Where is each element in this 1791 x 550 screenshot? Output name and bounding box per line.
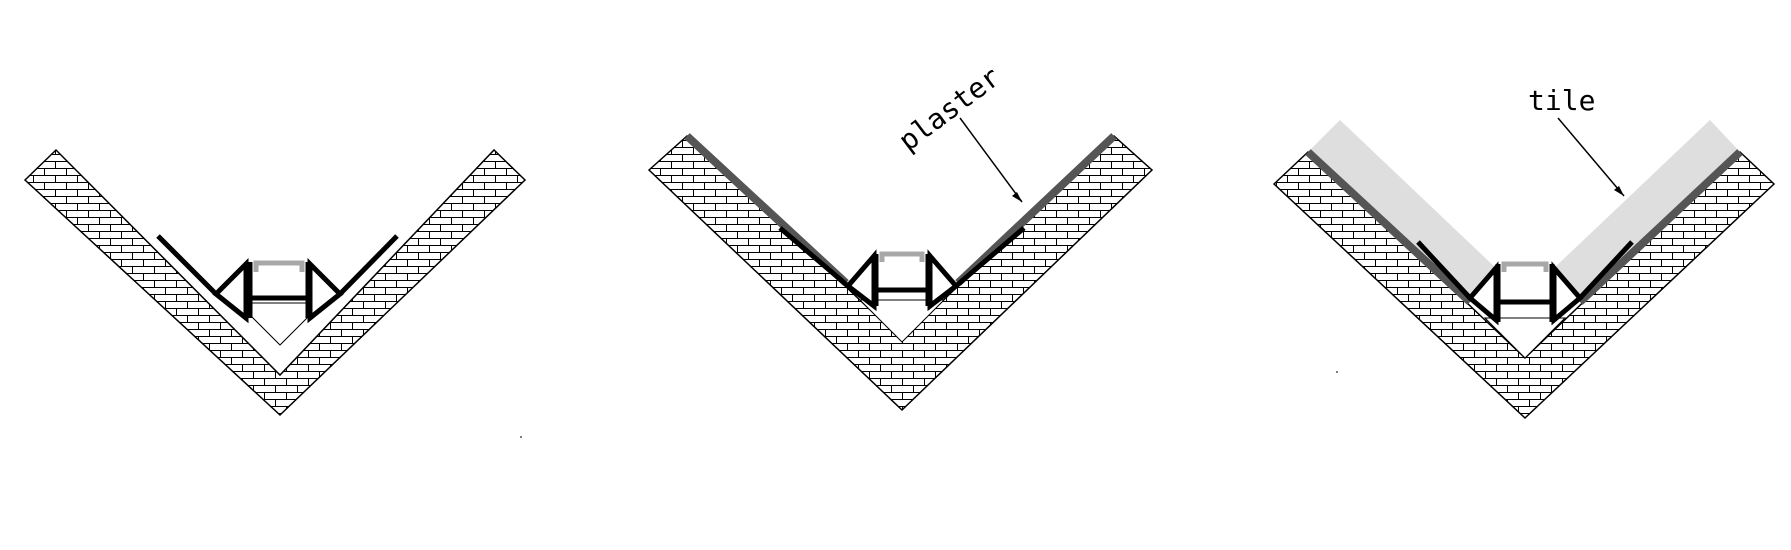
profile-cap: [253, 260, 305, 272]
profile-flange-left: [156, 234, 218, 296]
brick-wall: [23, 148, 527, 417]
profile-cap: [1501, 261, 1549, 272]
plaster-layer-right: [955, 133, 1117, 286]
corner-diagram-profile-only: [23, 148, 527, 417]
stray-dot: [1336, 371, 1338, 373]
corner-diagram-with-tile: tile: [1272, 84, 1776, 420]
tile-layer-left: [1308, 120, 1498, 300]
plaster-label: plaster: [892, 60, 1006, 157]
profile-flange-left: [778, 226, 850, 288]
plaster-layer-right: [1577, 149, 1743, 305]
profile-cap: [879, 251, 925, 262]
tile-layer-right: [1552, 120, 1740, 300]
tile-leader-line: [1557, 117, 1625, 197]
plaster-leader-arrowhead: [1012, 192, 1022, 202]
corner-diagram-with-plaster: plaster: [647, 60, 1154, 412]
wall-notch: [236, 302, 324, 346]
tile-label: tile: [1528, 84, 1595, 117]
profile-fin-left: [212, 257, 249, 324]
stray-dot: [520, 436, 522, 438]
wall-notch: [858, 299, 946, 343]
corner-profile: [1416, 240, 1634, 326]
plaster-layer-left: [1305, 149, 1473, 305]
profile-fin-right: [307, 257, 344, 324]
tile-leader-arrowhead: [1614, 186, 1624, 196]
profile-flange-left: [1416, 240, 1472, 300]
profile-flange-right: [338, 234, 399, 296]
wall-notch: [1483, 317, 1567, 359]
profile-flange-right: [1578, 240, 1634, 300]
corner-profile: [778, 226, 1026, 312]
plaster-leader-line: [959, 117, 1023, 203]
corner-profile: [156, 234, 399, 324]
profile-flange-right: [954, 226, 1026, 288]
brick-wall: [647, 134, 1154, 412]
